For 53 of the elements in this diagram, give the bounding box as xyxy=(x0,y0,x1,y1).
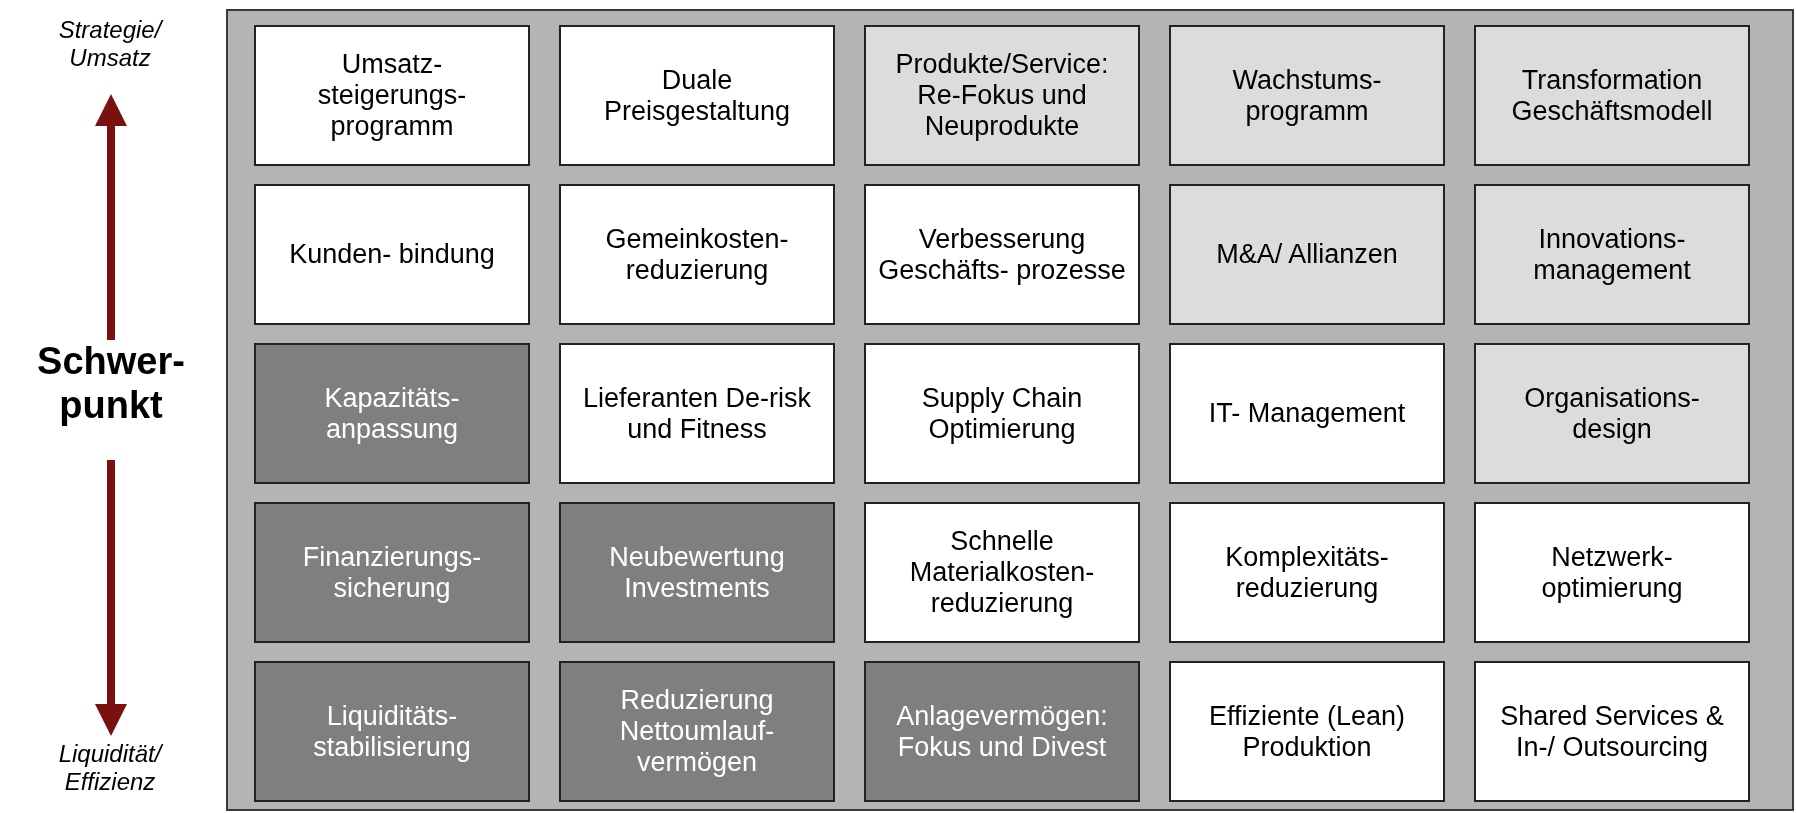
grid-box xyxy=(1474,502,1750,643)
box-label: Finanzierungs- sicherung xyxy=(301,541,483,604)
box-label: Transformation Geschäftsmodell xyxy=(1510,64,1714,127)
grid-box xyxy=(864,25,1140,166)
grid-box xyxy=(559,184,835,325)
grid-box xyxy=(864,661,1140,802)
grid-box xyxy=(1169,184,1445,325)
grid-box xyxy=(254,25,530,166)
box-label: Kapazitäts- anpassung xyxy=(323,382,461,445)
box-label: Umsatz- steigerungs- programm xyxy=(316,49,468,142)
grid-box xyxy=(559,25,835,166)
box-label: Wachstums- programm xyxy=(1231,64,1383,127)
grid-box xyxy=(254,343,530,484)
box-label: Komplexitäts- reduzierung xyxy=(1224,541,1390,604)
grid-box xyxy=(559,502,835,643)
box-label: Liquiditäts- stabilisierung xyxy=(312,700,472,763)
box-label: Duale Preisgestaltung xyxy=(602,64,792,127)
axis-label: Liquidität/ Effizienz xyxy=(57,740,165,796)
axis-title: Schwer- punkt xyxy=(36,340,186,428)
box-label: Organisations- design xyxy=(1523,382,1701,445)
box-label: Shared Services & In-/ Outsourcing xyxy=(1499,700,1725,763)
box-label: M&A/ Allianzen xyxy=(1216,239,1398,270)
grid-box xyxy=(1169,502,1445,643)
grid-box xyxy=(1169,343,1445,484)
box-label: Verbesserung Geschäfts- prozesse xyxy=(877,223,1127,286)
box-label: Neubewertung Investments xyxy=(608,541,786,604)
box-label: Lieferanten De-risk und Fitness xyxy=(581,382,813,445)
grid-box xyxy=(1169,25,1445,166)
grid-box xyxy=(254,184,530,325)
box-label: Schnelle Materialkosten- reduzierung xyxy=(908,526,1096,619)
box-label: Kunden- bindung xyxy=(289,239,495,270)
box-label: Reduzierung Nettoumlauf- vermögen xyxy=(618,685,776,778)
grid-box xyxy=(864,184,1140,325)
grid-box xyxy=(1169,661,1445,802)
grid-box xyxy=(559,661,835,802)
grid-box xyxy=(1474,184,1750,325)
box-label: IT- Management xyxy=(1208,398,1406,429)
box-label: Supply Chain Optimierung xyxy=(920,382,1084,445)
grid-box xyxy=(254,661,530,802)
axis-label: Strategie/ Umsatz xyxy=(57,16,165,72)
box-label: Produkte/Service: Re-Fokus und Neuprodukte xyxy=(894,49,1110,142)
grid-box xyxy=(864,343,1140,484)
grid-box xyxy=(559,343,835,484)
grid-box xyxy=(1474,661,1750,802)
grid-box xyxy=(254,502,530,643)
box-label: Gemeinkosten- reduzierung xyxy=(604,223,790,286)
grid-box xyxy=(864,502,1140,643)
box-label: Netzwerk- optimierung xyxy=(1540,541,1684,604)
grid-box xyxy=(1474,343,1750,484)
grid-box xyxy=(1474,25,1750,166)
box-label: Anlagevermögen: Fokus und Divest xyxy=(895,700,1109,763)
box-label: Innovations- management xyxy=(1532,223,1692,286)
box-label: Effiziente (Lean) Produktion xyxy=(1207,700,1407,763)
